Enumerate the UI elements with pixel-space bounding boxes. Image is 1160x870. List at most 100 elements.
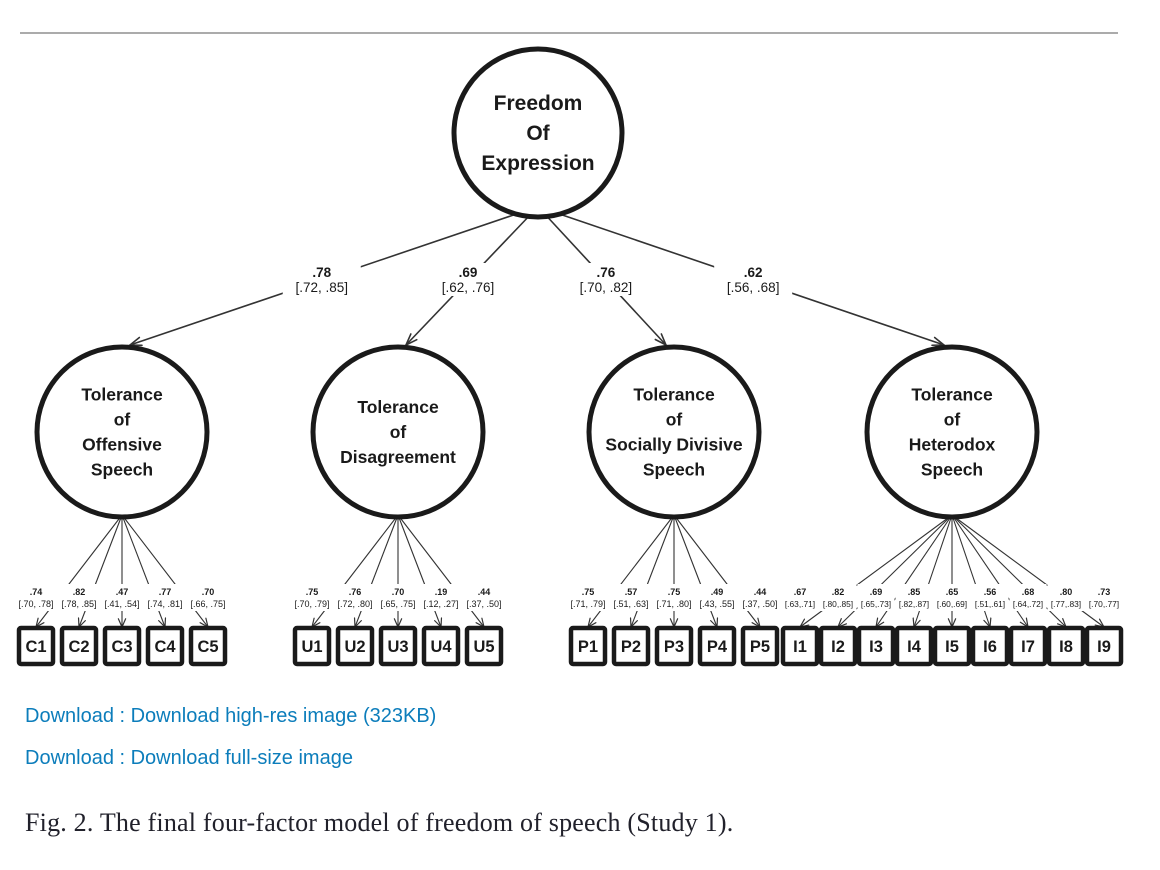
indicator-loading-ci: [.41, .54] bbox=[104, 599, 139, 609]
indicator-box bbox=[932, 625, 972, 667]
indicator-arrow bbox=[951, 514, 1067, 628]
indicator-loading-ci: [.78, .85] bbox=[61, 599, 96, 609]
arrowhead-icon bbox=[951, 618, 957, 628]
indicator-loading-ci: [.70, .79] bbox=[294, 599, 329, 609]
path-loading-value: .78 bbox=[312, 265, 331, 280]
arrowhead-icon bbox=[933, 336, 945, 346]
indicator-loading-ci: [.51,.61] bbox=[975, 599, 1005, 609]
latent-label: Tolerance bbox=[81, 385, 163, 405]
arrowhead-icon bbox=[311, 617, 315, 628]
indicator-label: U3 bbox=[387, 638, 408, 656]
indicator-loading-ci: [.43, .55] bbox=[699, 599, 734, 609]
path-loading-value: .76 bbox=[596, 265, 615, 280]
indicator-label-backing bbox=[819, 584, 857, 611]
indicator-box bbox=[59, 625, 99, 667]
root-latent-circle bbox=[451, 46, 625, 220]
latent-label: Tolerance bbox=[357, 397, 439, 417]
path-diagram: .78[.72, .85].69[.62, .76].76[.70, .82].… bbox=[16, 46, 1124, 667]
indicator-box bbox=[818, 625, 858, 667]
indicator-box bbox=[970, 625, 1010, 667]
arrowhead-icon bbox=[989, 617, 992, 628]
arrowhead-icon bbox=[669, 618, 675, 628]
root-latent-label: Freedom bbox=[494, 92, 583, 115]
indicator-loading-value: .19 bbox=[435, 587, 448, 597]
arrowhead-icon bbox=[205, 617, 209, 628]
path-label-backing bbox=[282, 263, 361, 296]
arrowhead-icon bbox=[947, 618, 953, 628]
indicator-box bbox=[464, 625, 504, 667]
indicator-loading-value: .44 bbox=[478, 587, 491, 597]
indicator-label: I8 bbox=[1059, 638, 1073, 656]
indicator-loading-ci: [.70,.77] bbox=[1089, 599, 1119, 609]
latent-circle bbox=[34, 344, 210, 520]
indicator-loading-ci: [.72, .80] bbox=[337, 599, 372, 609]
arrowhead-icon bbox=[875, 617, 879, 628]
indicator-loading-ci: [.37, .50] bbox=[742, 599, 777, 609]
figure-image[interactable]: .78[.72, .85].69[.62, .76].76[.70, .82].… bbox=[0, 0, 1160, 685]
latent-label: of bbox=[666, 410, 683, 430]
arrowhead-icon bbox=[481, 617, 485, 628]
download-full-size-link[interactable]: Download : Download full-size image bbox=[25, 747, 353, 769]
indicator-label: U2 bbox=[344, 638, 365, 656]
indicator-loading-value: .75 bbox=[582, 587, 595, 597]
latent-label: Speech bbox=[921, 460, 983, 480]
indicator-box bbox=[1046, 625, 1086, 667]
indicator-loading-value: .80 bbox=[1060, 587, 1073, 597]
indicator-loading-value: .70 bbox=[392, 587, 405, 597]
arrowhead-icon bbox=[673, 618, 679, 628]
indicator-loading-value: .74 bbox=[30, 587, 43, 597]
indicator-loading-value: .47 bbox=[116, 587, 129, 597]
indicator-box bbox=[697, 625, 737, 667]
indicator-label-backing bbox=[1085, 584, 1123, 611]
indicator-box bbox=[421, 625, 461, 667]
indicator-label-backing bbox=[462, 584, 506, 611]
indicator-box bbox=[1084, 625, 1124, 667]
latent-circle bbox=[864, 344, 1040, 520]
indicator-label-backing bbox=[419, 584, 463, 611]
latent-label: of bbox=[390, 422, 407, 442]
indicator-label-backing bbox=[971, 584, 1009, 611]
indicator-loading-ci: [.65, .75] bbox=[380, 599, 415, 609]
arrowhead-icon bbox=[799, 618, 806, 628]
indicator-box bbox=[780, 625, 820, 667]
indicator-label: I6 bbox=[983, 638, 997, 656]
indicator-box bbox=[654, 625, 694, 667]
path-loading-ci: [.56, .68] bbox=[727, 280, 780, 295]
indicator-label-backing bbox=[781, 584, 819, 611]
arrowhead-icon bbox=[117, 618, 123, 628]
indicator-label-backing bbox=[738, 584, 782, 611]
path-loading-value: .62 bbox=[744, 265, 763, 280]
path-loading-ci: [.70, .82] bbox=[580, 280, 633, 295]
indicator-box bbox=[611, 625, 651, 667]
arrowhead-icon bbox=[35, 617, 39, 628]
latent-label: of bbox=[944, 410, 961, 430]
indicator-box bbox=[894, 625, 934, 667]
arrowhead-icon bbox=[397, 618, 403, 628]
latent-label: Offensive bbox=[82, 435, 162, 455]
indicator-label-backing bbox=[1047, 584, 1085, 611]
arrowhead-icon bbox=[912, 617, 915, 628]
indicator-loading-ci: [.37, .50] bbox=[466, 599, 501, 609]
indicator-loading-ci: [.60,.69] bbox=[937, 599, 967, 609]
indicator-label: P3 bbox=[664, 638, 684, 656]
indicator-label: I1 bbox=[793, 638, 807, 656]
indicator-label-backing bbox=[695, 584, 739, 611]
path-label-backing bbox=[566, 263, 645, 296]
indicator-box bbox=[568, 625, 608, 667]
download-high-res-link[interactable]: Download : Download high-res image (323K… bbox=[25, 705, 437, 727]
indicator-label: C5 bbox=[197, 638, 218, 656]
indicator-loading-value: .75 bbox=[668, 587, 681, 597]
arrowhead-icon bbox=[393, 618, 399, 628]
indicator-label: U5 bbox=[473, 638, 494, 656]
indicator-label-backing bbox=[186, 584, 230, 611]
latent-label: Socially Divisive bbox=[605, 435, 742, 455]
latent-circle bbox=[586, 344, 762, 520]
indicator-label-backing bbox=[376, 584, 420, 611]
arrowhead-icon bbox=[837, 618, 842, 628]
latent-label: Heterodox bbox=[909, 435, 996, 455]
indicator-label-backing bbox=[57, 584, 101, 611]
indicator-loading-value: .77 bbox=[159, 587, 172, 597]
latent-label: Tolerance bbox=[633, 385, 715, 405]
indicator-label: U4 bbox=[430, 638, 452, 656]
indicator-box bbox=[16, 625, 56, 667]
